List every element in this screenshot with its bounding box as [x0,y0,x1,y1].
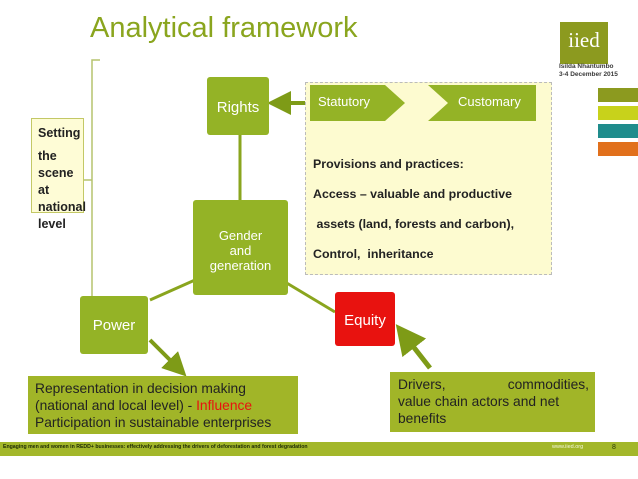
representation-text: (national and local level) - [35,398,197,413]
setting-line: the [38,149,57,163]
brand-swatches [598,88,638,160]
footer-caption: Engaging men and women in REDD+ business… [3,444,308,450]
provisions-line: assets (land, forests and carbon), [313,217,515,231]
setting-bracket [91,59,100,301]
center-line: generation [209,258,272,273]
swatch-lime [598,106,638,120]
statutory-label: Statutory [318,94,371,109]
setting-line: national [38,200,86,214]
swatch-orange [598,142,638,156]
influence-highlight: Influence [196,398,253,413]
footer-bar: Engaging men and women in REDD+ business… [0,442,638,456]
provisions-line: Control, inheritance [313,247,434,261]
drivers-line: value chain actors and net [398,394,560,409]
rights-node: Rights [207,77,269,135]
commodities-word: commodities, [507,377,589,392]
setting-scene-box: Setting the scene at national level [31,118,86,231]
rights-label: Rights [216,99,260,116]
page-number: 8 [612,444,616,451]
gender-generation-node: Gender and generation [193,200,288,295]
author-name: Isilda Nhantumbo [559,63,614,70]
customary-arrow: Customary [428,85,536,121]
setting-line: Setting [38,126,81,140]
page-title: Analytical framework [90,12,358,44]
power-node: Power [80,296,148,354]
provisions-text: Provisions and practices: Access – valua… [313,157,514,277]
statutory-arrow: Statutory [310,85,405,121]
presentation-date: 3-4 December 2015 [559,71,618,78]
drivers-word: Drivers, [398,377,446,392]
representation-line: (national and local level) - Influence [35,397,298,414]
center-line: Gender [218,228,263,243]
iied-logo: iied [560,22,608,64]
footer-url: www.iied.org [552,444,584,450]
swatch-olive [598,88,638,102]
representation-line: Representation in decision making [35,381,246,396]
setting-line: scene at [38,166,74,197]
representation-line: Participation in sustainable enterprises [35,415,272,430]
equity-node: Equity [335,292,395,346]
setting-line: level [38,217,66,231]
center-line: and [229,243,252,258]
power-label: Power [92,317,136,334]
swatch-teal [598,124,638,138]
equity-center-connector [284,280,336,314]
author-info: Isilda Nhantumbo 3-4 December 2015 [559,63,618,79]
representation-box: Representation in decision making (natio… [28,376,298,434]
provisions-line: Access – valuable and productive [313,187,513,201]
drivers-line: benefits [398,411,447,426]
customary-label: Customary [458,94,521,109]
power-to-representation-arrow [148,338,187,377]
drivers-to-equity-arrow [395,324,432,370]
power-center-connector [149,278,196,302]
drivers-line: Drivers, commodities, [398,376,589,393]
equity-label: Equity [344,312,386,329]
drivers-box: Drivers, commodities, value chain actors… [390,372,595,432]
provisions-line: Provisions and practices: [313,157,464,171]
